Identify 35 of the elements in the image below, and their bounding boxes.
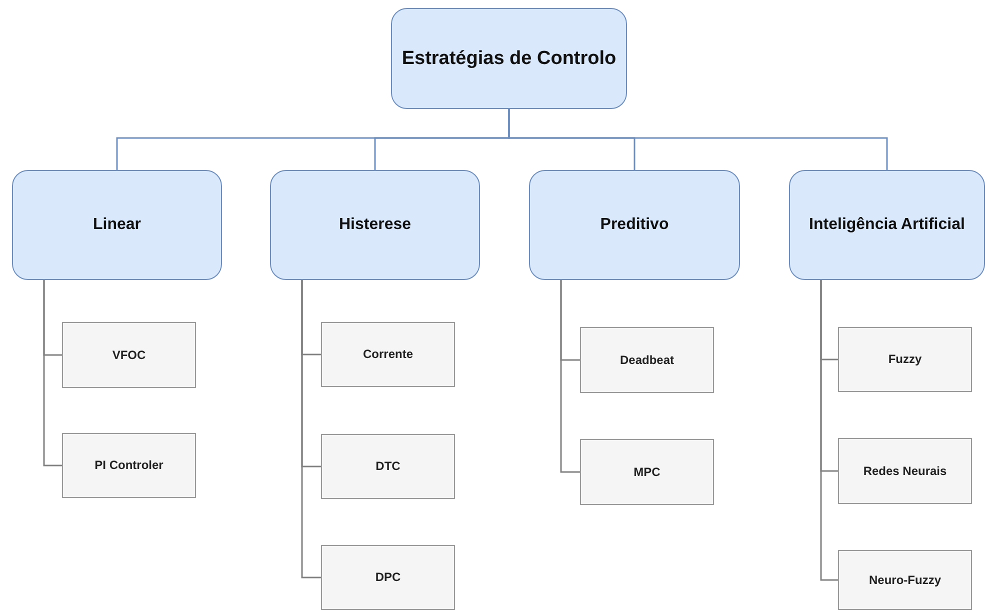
node-label: VFOC — [112, 348, 146, 362]
category-box — [529, 170, 740, 280]
leaf-box — [580, 327, 714, 393]
node-label: DPC — [375, 570, 401, 585]
connector-line — [301, 280, 321, 578]
leaf-box — [62, 322, 196, 388]
node-label: Neuro-Fuzzy — [869, 572, 941, 588]
node-label: Redes Neurais — [863, 464, 947, 478]
root-box — [391, 8, 627, 109]
node-label: MPC — [634, 464, 660, 480]
node-label: PI Controler — [94, 458, 164, 473]
node-label: Preditivo — [600, 215, 669, 235]
category-box — [789, 170, 985, 280]
node-label: Deadbeat — [620, 352, 674, 368]
connector-line — [43, 280, 62, 466]
node-label: DTC — [376, 459, 400, 474]
leaf-box — [62, 433, 196, 498]
node-label: Corrente — [362, 347, 413, 362]
leaf-box — [321, 322, 455, 387]
connector-line — [820, 280, 838, 581]
node-label: Estratégias de Controlo — [402, 46, 616, 70]
leaf-box — [580, 439, 714, 505]
node-label: Linear — [92, 215, 141, 235]
node-label: Histerese — [338, 215, 412, 235]
leaf-box — [321, 434, 455, 499]
node-label: Fuzzy — [888, 352, 922, 367]
leaf-box — [838, 327, 972, 392]
node-label: Inteligência Artificial — [809, 215, 965, 235]
leaf-box — [838, 550, 972, 610]
category-box — [12, 170, 222, 280]
category-box — [270, 170, 480, 280]
connector-line — [560, 280, 580, 473]
leaf-box — [838, 438, 972, 504]
leaf-box — [321, 545, 455, 610]
connector-line — [508, 109, 888, 170]
